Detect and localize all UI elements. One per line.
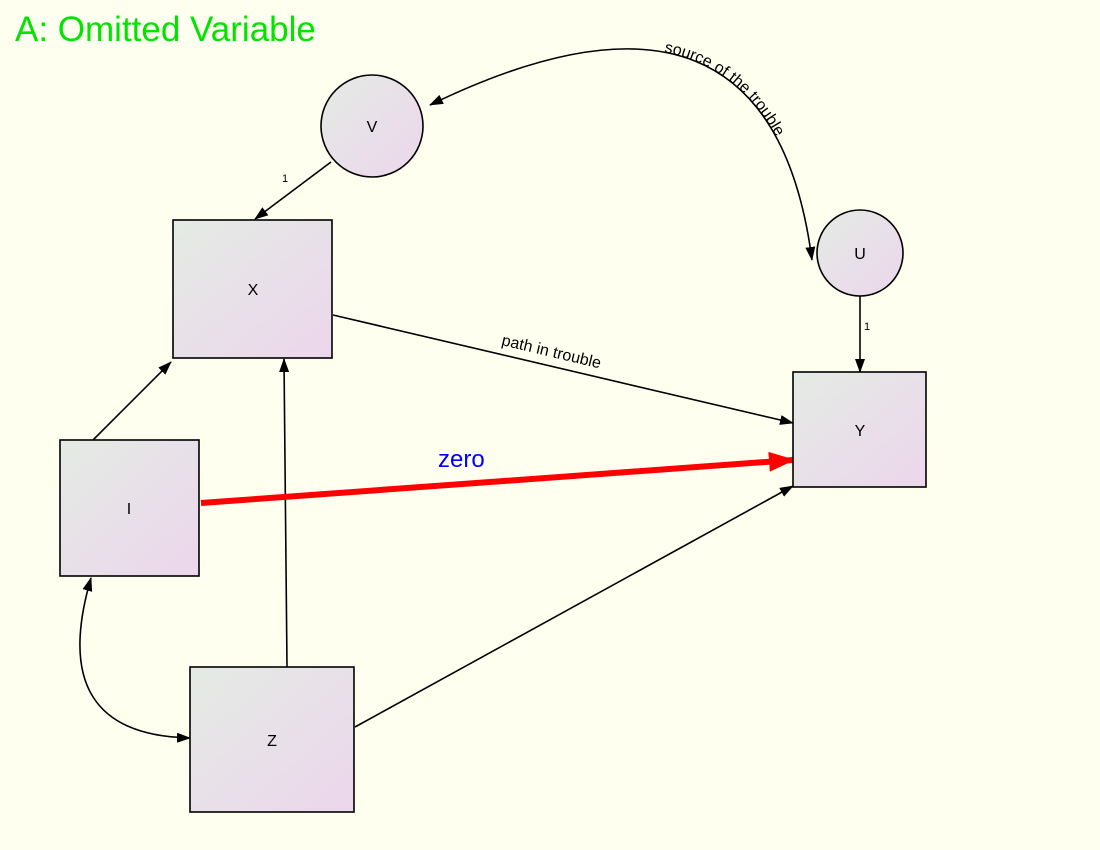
coef-v-x: 1	[282, 173, 288, 185]
edge-z-y	[354, 485, 794, 728]
coef-u-y: 1	[864, 321, 870, 333]
edge-x-y	[332, 314, 794, 425]
node-v-label: V	[367, 119, 378, 136]
node-x: X	[172, 219, 333, 359]
edge-label-source-of-trouble: source of the trouble	[663, 39, 787, 139]
node-i-label: I	[127, 501, 131, 518]
node-y: Y	[792, 371, 927, 488]
diagram-title: A: Omitted Variable	[15, 10, 316, 49]
edge-i-x	[92, 361, 172, 441]
edge-i-y-zero	[200, 451, 795, 506]
node-i: I	[59, 439, 200, 577]
node-x-label: X	[248, 282, 259, 299]
node-u: U	[816, 209, 904, 297]
edge-v-x	[254, 161, 332, 220]
node-v: V	[320, 74, 424, 178]
edge-i-z-covariance	[79, 577, 191, 743]
edge-u-v-covariance	[429, 48, 816, 261]
node-z-label: Z	[267, 733, 277, 750]
edge-label-zero: zero	[438, 446, 485, 473]
node-y-label: Y	[855, 423, 866, 440]
node-z: Z	[189, 666, 355, 813]
edge-z-x	[279, 358, 290, 668]
node-u-label: U	[854, 246, 866, 263]
